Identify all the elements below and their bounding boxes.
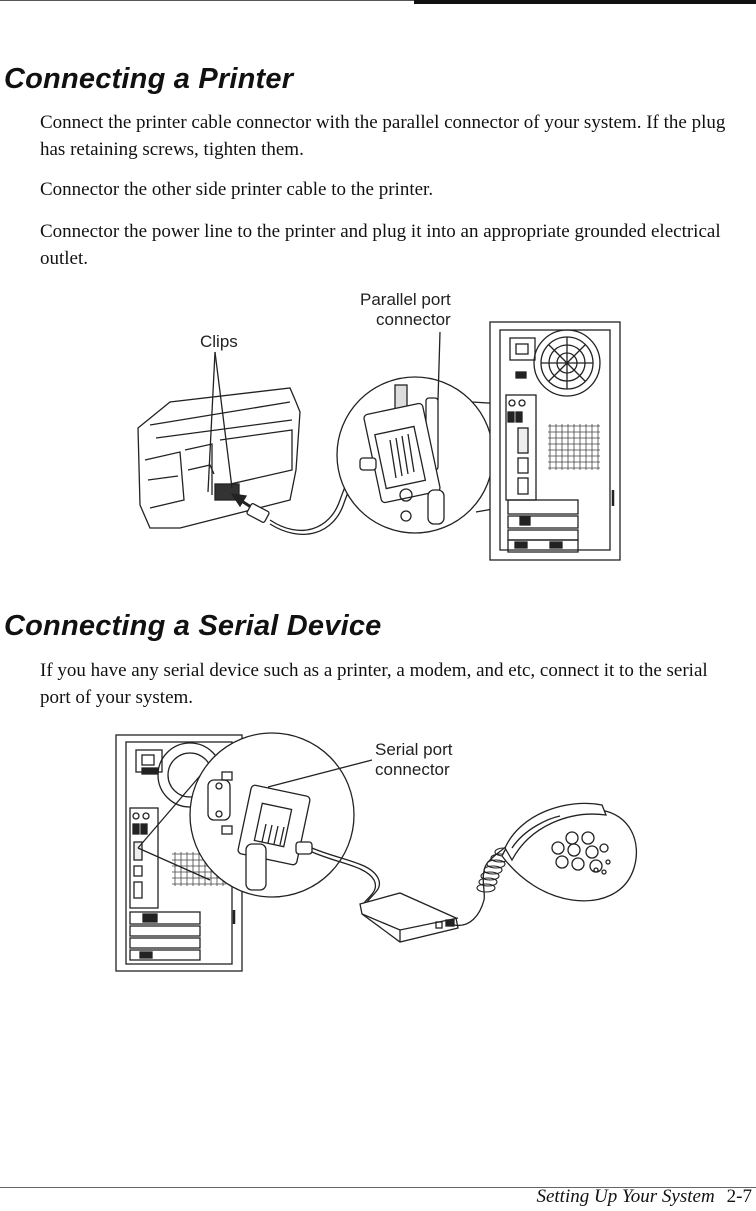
- parallel-connector-closeup: [359, 384, 445, 525]
- modem-icon: [359, 892, 459, 943]
- clip-leader-2: [214, 351, 233, 489]
- serial-paragraph-1: If you have any serial device such as a …: [40, 660, 708, 708]
- header-bar: [414, 0, 756, 4]
- label-serial-port: Serial port connector: [375, 740, 452, 780]
- label-parallel-port-line2: connector: [376, 310, 451, 329]
- computer-tower-back: [489, 321, 621, 561]
- section-title-printer: Connecting a Printer: [4, 63, 294, 95]
- footer: Setting Up Your System 2-7: [536, 1186, 752, 1208]
- clip-leader-1: [207, 351, 216, 493]
- telephone-icon: [501, 802, 638, 902]
- port-leader: [267, 759, 373, 788]
- footer-section-title: Setting Up Your System: [536, 1186, 715, 1207]
- section-title-serial: Connecting a Serial Device: [4, 610, 382, 642]
- printer-paragraph-1: Connect the printer cable connector with…: [40, 112, 726, 160]
- header-rule: [0, 0, 414, 1]
- coiled-cord: [476, 847, 514, 893]
- footer-rule: [0, 1187, 756, 1188]
- serial-connector-closeup: [207, 771, 313, 891]
- label-serial-port-line2: connector: [375, 760, 450, 779]
- printer-paragraph-2: Connector the other side printer cable t…: [40, 179, 434, 200]
- port-leader: [437, 331, 441, 401]
- printer-paragraph-3: Connector the power line to the printer …: [40, 221, 721, 269]
- label-clips: Clips: [200, 332, 238, 351]
- printer-icon: [137, 387, 301, 529]
- label-parallel-port: Parallel port connector: [360, 290, 451, 330]
- label-parallel-port-line1: Parallel port: [360, 290, 451, 309]
- footer-page-number: 2-7: [726, 1186, 752, 1207]
- label-serial-port-line1: Serial port: [375, 740, 453, 759]
